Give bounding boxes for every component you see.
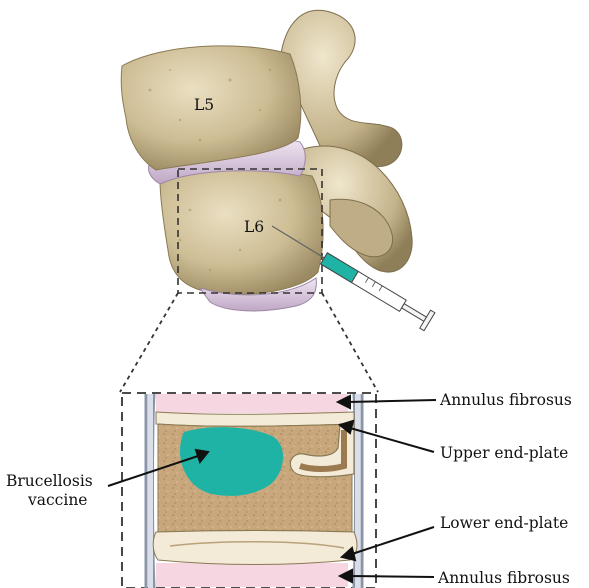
label-annulus-bottom: Annulus fibrosus: [437, 569, 570, 587]
lower-end-plate: [153, 531, 357, 565]
arrow-lower-end-plate: [352, 527, 434, 554]
arrow-annulus-bottom: [350, 576, 434, 577]
vaccine-region: [180, 427, 283, 496]
label-vaccine-line1: Brucellosis: [6, 472, 93, 490]
label-vaccine-line2: vaccine: [27, 491, 87, 509]
label-upper-end-plate: Upper end-plate: [440, 444, 568, 462]
annulus-top: [156, 394, 348, 413]
label-l6: L6: [244, 218, 264, 236]
vertebra-body-l6: [160, 170, 323, 294]
vertebrae-illustration: L5 L6: [121, 10, 435, 330]
annulus-bottom: [156, 563, 348, 587]
zoom-line-left: [120, 293, 178, 392]
label-annulus-top: Annulus fibrosus: [439, 391, 572, 409]
zoom-line-right: [322, 293, 378, 392]
label-l5: L5: [194, 96, 214, 114]
label-lower-end-plate: Lower end-plate: [440, 514, 568, 532]
cross-section: [122, 393, 376, 588]
upper-end-plate: [156, 412, 354, 426]
wall-fill-left: [148, 394, 153, 588]
